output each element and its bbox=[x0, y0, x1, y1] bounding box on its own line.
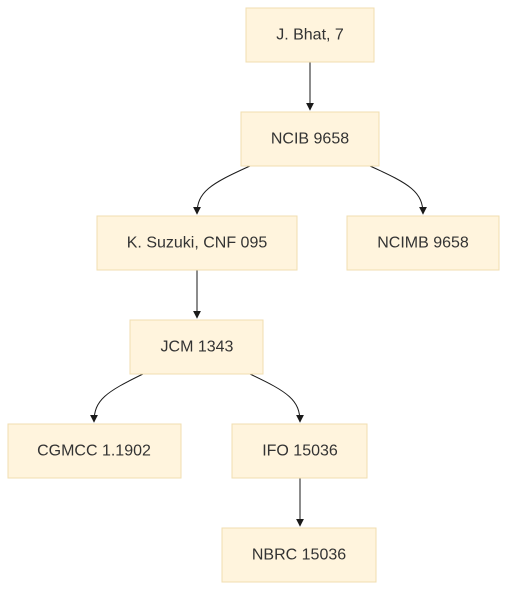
node-label: JCM 1343 bbox=[161, 339, 234, 356]
edge-n1-n3 bbox=[369, 165, 427, 215]
node-ncimb-9658: NCIMB 9658 bbox=[346, 215, 500, 271]
node-box bbox=[346, 215, 500, 271]
node-label: IFO 15036 bbox=[262, 443, 338, 460]
node-box bbox=[245, 7, 375, 63]
node-cgmcc-1-1902: CGMCC 1.1902 bbox=[7, 423, 182, 479]
node-j-bhat-7: J. Bhat, 7 bbox=[245, 7, 375, 63]
node-ifo-15036: IFO 15036 bbox=[231, 423, 368, 479]
edges bbox=[90, 62, 427, 527]
node-k-suzuki-cnf-095: K. Suzuki, CNF 095 bbox=[96, 215, 298, 271]
node-ncib-9658: NCIB 9658 bbox=[240, 111, 380, 167]
node-label: NCIMB 9658 bbox=[377, 235, 469, 252]
node-box bbox=[129, 319, 264, 375]
edge-n4-n5 bbox=[90, 373, 144, 423]
node-box bbox=[231, 423, 368, 479]
edge-n4-n6 bbox=[249, 373, 304, 423]
node-nbrc-15036: NBRC 15036 bbox=[221, 527, 377, 583]
node-label: NCIB 9658 bbox=[271, 131, 349, 148]
node-label: K. Suzuki, CNF 095 bbox=[127, 235, 268, 252]
node-box bbox=[221, 527, 377, 583]
node-label: CGMCC 1.1902 bbox=[37, 443, 151, 460]
node-box bbox=[96, 215, 298, 271]
edge-n1-n2 bbox=[193, 165, 251, 215]
nodes: J. Bhat, 7 NCIB 9658 K. Suzuki, CNF 095 … bbox=[7, 7, 500, 583]
node-jcm-1343: JCM 1343 bbox=[129, 319, 264, 375]
node-label: J. Bhat, 7 bbox=[276, 27, 344, 44]
node-label: NBRC 15036 bbox=[252, 547, 346, 564]
node-box bbox=[7, 423, 182, 479]
node-box bbox=[240, 111, 380, 167]
